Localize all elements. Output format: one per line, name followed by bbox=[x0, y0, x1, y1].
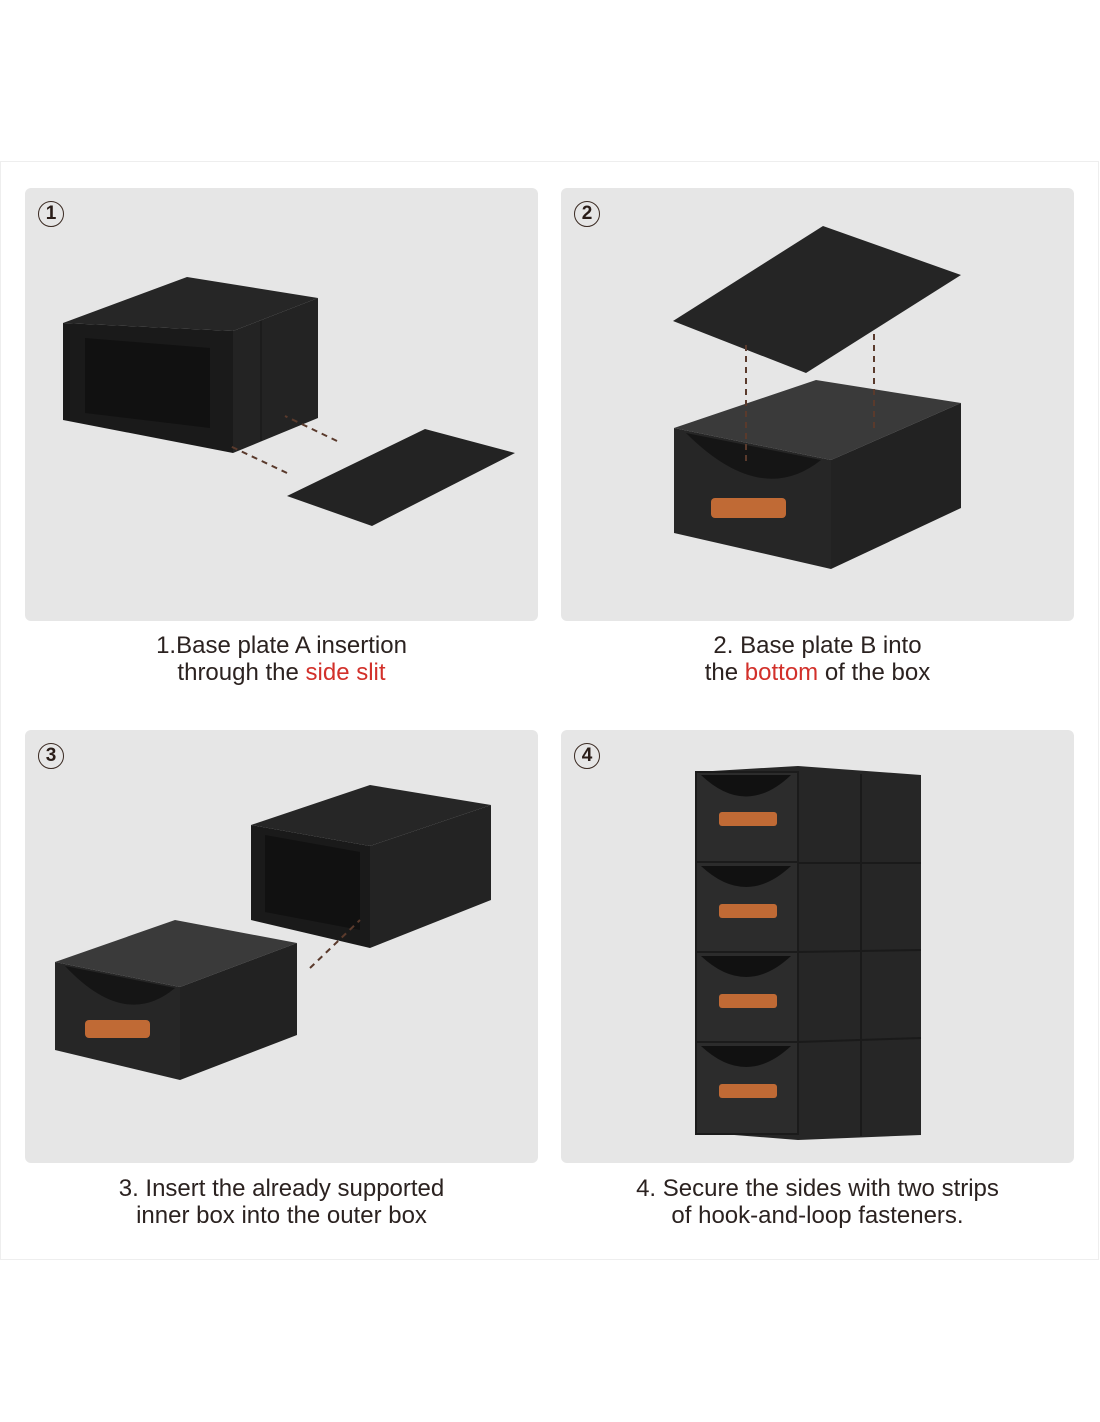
step-4-illustration bbox=[695, 766, 922, 1140]
caption-line: 2. Base plate B into bbox=[713, 632, 922, 659]
instruction-frame bbox=[0, 161, 1099, 1260]
step-2-panel: 2 bbox=[561, 188, 1074, 621]
step-number-badge: 3 bbox=[38, 743, 64, 769]
caption-line: 1.Base plate A insertion bbox=[156, 632, 407, 659]
highlight-text: side slit bbox=[305, 659, 386, 686]
step-number-badge: 2 bbox=[574, 201, 600, 227]
step-3-panel: 3 bbox=[25, 730, 538, 1163]
caption-line: of hook-and-loop fasteners. bbox=[671, 1202, 964, 1229]
step-4-panel: 4 bbox=[561, 730, 1074, 1163]
highlight-text: bottom bbox=[744, 659, 819, 686]
step-4-caption: 4. Secure the sides with two strips of h… bbox=[561, 1175, 1074, 1229]
caption-line: through the side slit bbox=[177, 659, 386, 686]
step-1-caption: 1.Base plate A insertion through the sid… bbox=[25, 632, 538, 686]
step-1-illustration bbox=[63, 277, 515, 526]
step-1-panel: 1 bbox=[25, 188, 538, 621]
caption-line: inner box into the outer box bbox=[136, 1202, 427, 1229]
step-2-illustration bbox=[673, 226, 961, 569]
step-2-caption: 2. Base plate B into the bottom of the b… bbox=[561, 632, 1074, 686]
caption-line: 3. Insert the already supported bbox=[118, 1175, 445, 1202]
step-number-badge: 1 bbox=[38, 201, 64, 227]
caption-line: 4. Secure the sides with two strips bbox=[636, 1175, 999, 1202]
caption-line: the bottom of the box bbox=[704, 659, 931, 686]
step-3-illustration bbox=[55, 785, 491, 1080]
step-3-caption: 3. Insert the already supported inner bo… bbox=[25, 1175, 538, 1229]
step-number-badge: 4 bbox=[574, 743, 600, 769]
